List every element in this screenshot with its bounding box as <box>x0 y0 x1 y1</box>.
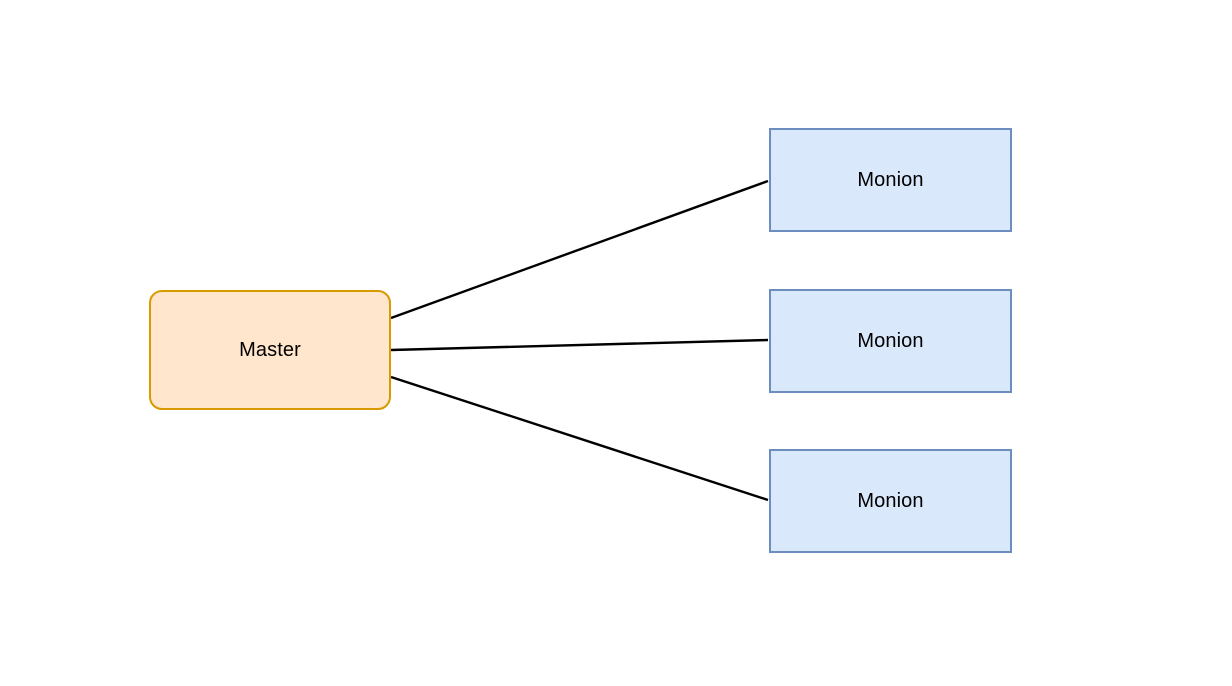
node-monion-2[interactable]: Monion <box>769 289 1012 393</box>
edge-master-monion-2 <box>390 338 769 352</box>
node-monion-1[interactable]: Monion <box>769 128 1012 232</box>
node-master-label: Master <box>239 339 301 361</box>
node-master[interactable]: Master <box>149 290 391 410</box>
edge-master-monion-1 <box>390 179 769 320</box>
node-monion-2-label: Monion <box>857 330 924 352</box>
edge-master-monion-3 <box>390 375 769 502</box>
node-monion-3[interactable]: Monion <box>769 449 1012 553</box>
node-monion-1-label: Monion <box>857 169 924 191</box>
node-monion-3-label: Monion <box>857 490 924 512</box>
